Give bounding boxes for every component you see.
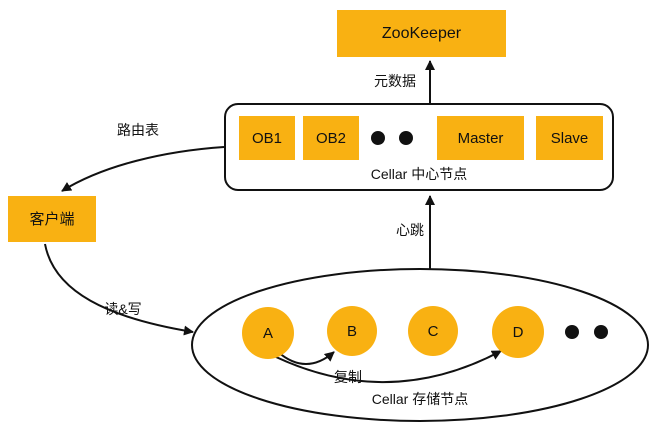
center-group-label: Cellar 中心节点 <box>370 166 468 182</box>
center-node-slave: Slave <box>536 116 603 160</box>
client-node: 客户端 <box>8 196 96 242</box>
edge-replicate-label: 复制 <box>334 369 362 385</box>
storage-node-a: A <box>242 307 294 359</box>
storage-node-d: D <box>492 306 544 358</box>
center-ellipsis-dot <box>371 131 385 145</box>
edge-routing-table-label: 路由表 <box>117 122 159 138</box>
storage-ellipsis-dot <box>594 325 608 339</box>
edge-replicate-a-d-arrow <box>275 350 502 383</box>
center-node-master: Master <box>437 116 524 160</box>
edge-heartbeat-label: 心跳 <box>396 222 424 238</box>
storage-ellipsis-dot <box>565 325 579 339</box>
edge-metadata-label: 元数据 <box>374 73 416 89</box>
center-ellipsis-dot <box>399 131 413 145</box>
edge-routing-table-arrow <box>61 146 225 192</box>
zookeeper-node: ZooKeeper <box>337 10 506 57</box>
edge-read-write-arrow <box>44 243 194 336</box>
storage-node-b: B <box>327 306 377 356</box>
center-node-ob1: OB1 <box>239 116 295 160</box>
center-node-ob2: OB2 <box>303 116 359 160</box>
edge-read-write-label: 读&写 <box>104 301 142 317</box>
edge-replicate-a-b-arrow <box>277 351 335 365</box>
storage-group-label: Cellar 存储节点 <box>371 391 469 407</box>
storage-node-c: C <box>408 306 458 356</box>
